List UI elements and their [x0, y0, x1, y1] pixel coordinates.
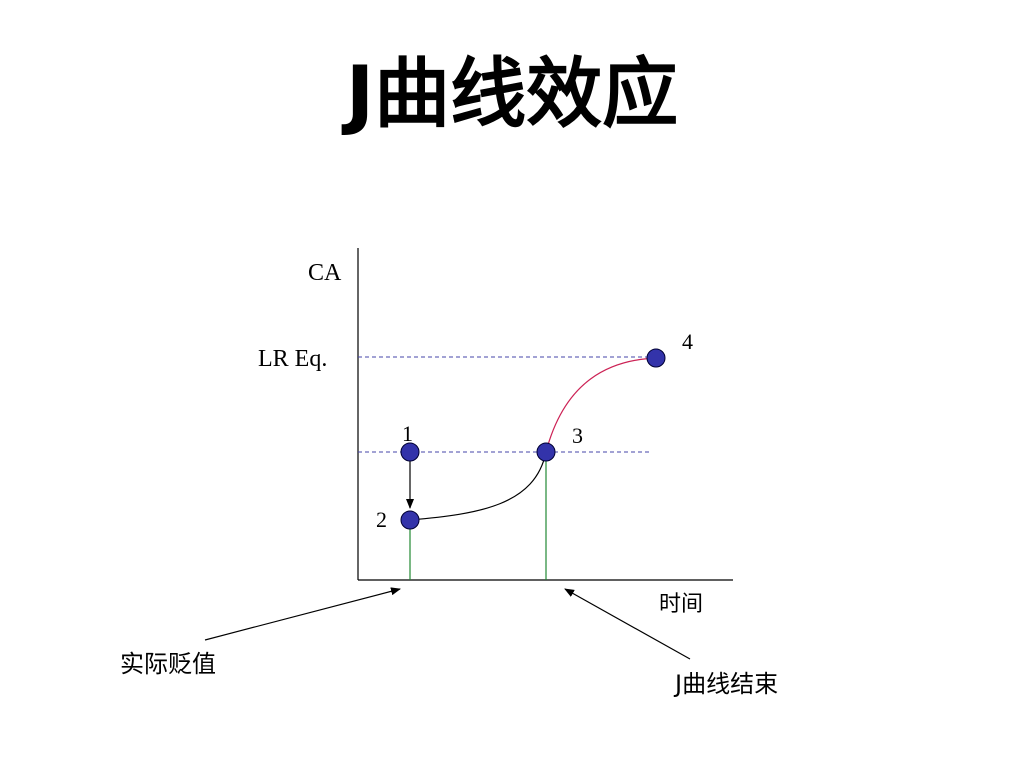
point-1-label: 1	[402, 421, 413, 446]
j-curve-rising-segment	[545, 357, 657, 453]
point-2	[400, 510, 420, 530]
x-axis-label: 时间	[659, 592, 703, 617]
point-3-label: 3	[572, 423, 583, 448]
slide-title: J曲线效应	[345, 49, 679, 138]
j-curve-end-arrow	[564, 588, 691, 660]
devaluation-arrow	[204, 587, 401, 641]
point-4-label: 4	[682, 329, 693, 354]
point-2-label: 2	[376, 507, 387, 532]
lr-eq-label: LR Eq.	[258, 346, 327, 372]
devaluation-label: 实际贬值	[120, 650, 216, 678]
y-axis-label: CA	[308, 260, 342, 286]
j-curve-lower-segment	[409, 451, 547, 521]
point-1	[400, 442, 420, 462]
point-4	[646, 348, 666, 368]
point-3	[536, 442, 556, 462]
j-curve-end-label: J曲线结束	[673, 670, 778, 698]
